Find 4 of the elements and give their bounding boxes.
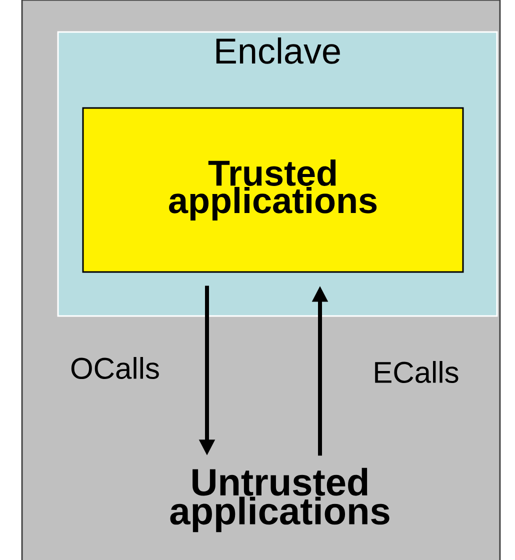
edge-label: ECalls (375, 361, 458, 384)
edge-label: OCalls (71, 357, 159, 380)
bare-text: Untrusted applications (170, 468, 390, 532)
trusted-box: Trusted applications (82, 107, 464, 273)
